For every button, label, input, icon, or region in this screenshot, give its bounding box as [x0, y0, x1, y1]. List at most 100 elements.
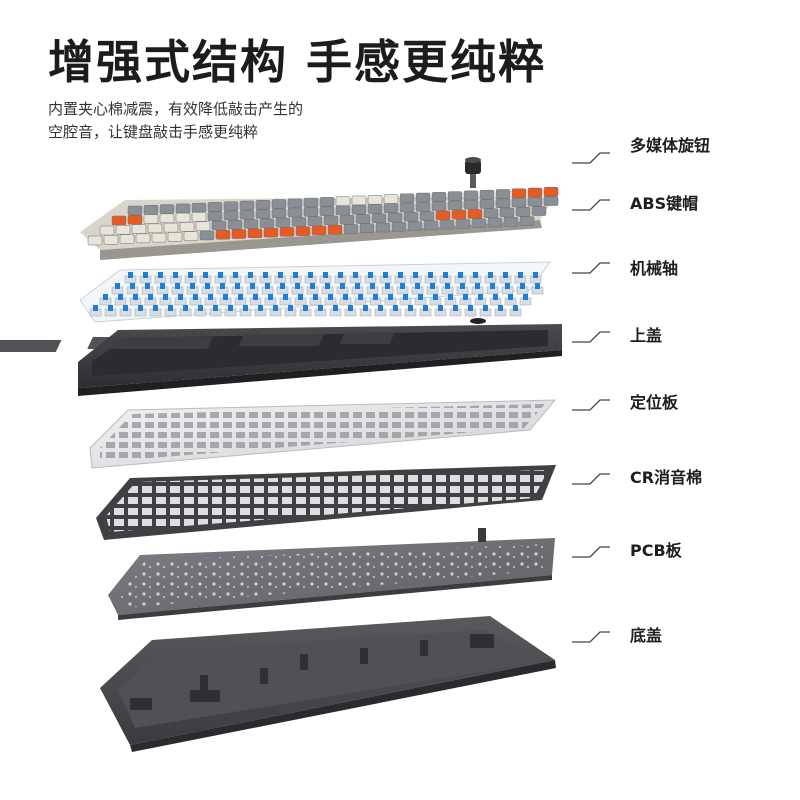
keycap — [451, 209, 467, 220]
switch — [164, 305, 177, 317]
switch — [474, 294, 487, 306]
switch — [261, 283, 274, 295]
keycap — [227, 219, 243, 230]
keycap — [471, 218, 487, 228]
switch — [171, 283, 184, 295]
switch — [399, 294, 412, 306]
keycap — [511, 197, 527, 208]
switch — [531, 283, 544, 295]
switch — [456, 283, 469, 295]
switch — [404, 305, 417, 317]
switch — [449, 305, 462, 317]
switch — [381, 283, 394, 295]
keycap — [399, 202, 415, 213]
switch — [501, 283, 514, 295]
switch — [389, 305, 402, 317]
switch — [366, 283, 379, 295]
keycap — [527, 187, 543, 198]
keycap — [483, 208, 499, 218]
bottom-case-part — [100, 616, 556, 752]
keycap — [543, 187, 559, 197]
switch — [426, 283, 439, 295]
switch — [359, 305, 372, 317]
keycap — [255, 199, 271, 210]
keycap — [351, 204, 367, 215]
switch — [114, 294, 127, 306]
keycap — [263, 227, 279, 238]
keycap — [407, 221, 423, 231]
keycap — [367, 194, 383, 205]
label-pcb: PCB板 — [630, 541, 682, 560]
keycap — [167, 232, 183, 242]
keycap — [367, 204, 383, 214]
switch — [179, 305, 192, 317]
page-title: 增强式结构 手感更纯粹 — [48, 35, 547, 89]
switch — [309, 294, 322, 306]
keycap — [387, 212, 403, 223]
switch — [126, 283, 139, 295]
switch — [246, 283, 259, 295]
keycap — [323, 215, 339, 226]
keycap — [307, 216, 323, 226]
switch — [89, 305, 102, 317]
subtitle-line-2: 空腔音，让键盘敲击手感更纯粹 — [48, 123, 259, 141]
switch — [471, 283, 484, 295]
label-keycaps: ABS键帽 — [630, 194, 699, 213]
subtitle-line-1: 内置夹心棉减震，有效降低敲击产生的 — [48, 100, 304, 118]
keycap — [207, 202, 223, 212]
switch — [314, 305, 327, 317]
switch — [254, 305, 267, 317]
switch — [306, 283, 319, 295]
label-plate: 定位板 — [630, 393, 679, 412]
switch — [489, 294, 502, 306]
switch — [219, 294, 232, 306]
switch — [149, 305, 162, 317]
keycap — [159, 213, 175, 224]
plate-part — [89, 399, 557, 469]
keycap — [335, 205, 351, 216]
keycap — [175, 212, 191, 223]
switch — [231, 283, 244, 295]
keycaps-part — [80, 187, 559, 260]
keycap — [455, 219, 471, 229]
label-top-case: 上盖 — [630, 326, 663, 345]
leader-lines — [572, 152, 610, 643]
switch — [509, 305, 522, 317]
keycap — [255, 209, 271, 219]
switch — [464, 305, 477, 317]
keycap — [383, 203, 399, 214]
label-knob: 多媒体旋钮 — [630, 136, 711, 155]
keycap — [419, 211, 435, 221]
switch — [369, 294, 382, 306]
switch — [374, 305, 387, 317]
keycap — [391, 222, 407, 232]
keycap — [195, 221, 211, 231]
keycap — [343, 224, 359, 234]
keycap — [127, 215, 143, 225]
switch — [339, 294, 352, 306]
keycap — [519, 216, 535, 226]
switch — [279, 294, 292, 306]
keycap — [99, 225, 115, 236]
switch — [444, 294, 457, 306]
switch — [324, 294, 337, 306]
keycap — [243, 219, 259, 229]
switch — [486, 283, 499, 295]
keycap — [495, 189, 511, 199]
keycap — [131, 224, 147, 234]
knob-part — [465, 157, 481, 188]
switch — [344, 305, 357, 317]
keycap — [135, 233, 151, 244]
keycap — [183, 231, 199, 241]
pcb-part — [108, 528, 555, 620]
keycap — [175, 203, 191, 214]
keycap — [191, 212, 207, 222]
keycap — [215, 229, 231, 240]
switch — [194, 305, 207, 317]
keycap — [415, 192, 431, 203]
keycap — [271, 199, 287, 209]
switch — [459, 294, 472, 306]
label-bottom-case: 底盖 — [630, 626, 663, 645]
keycap — [543, 196, 559, 206]
